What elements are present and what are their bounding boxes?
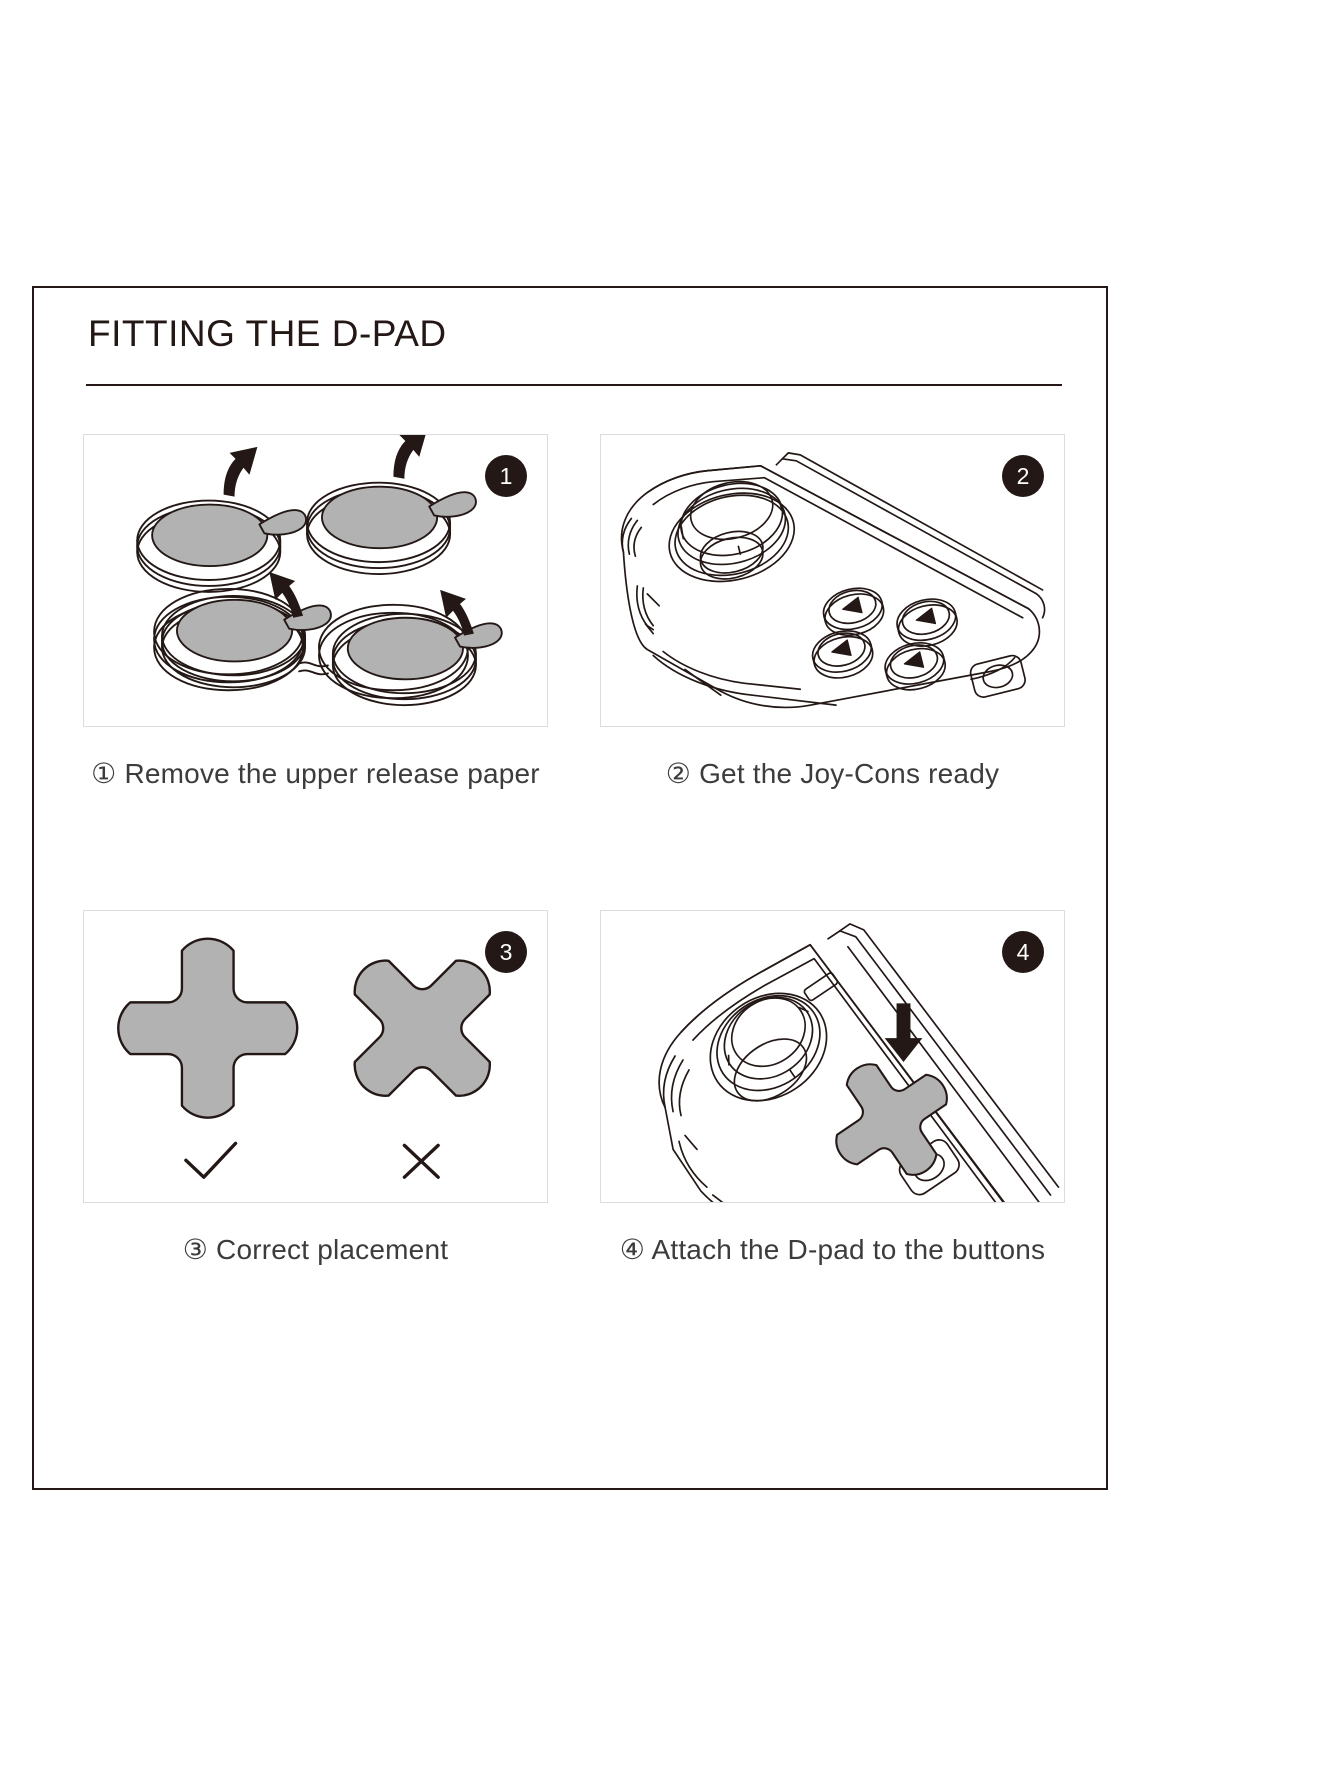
joycon-ready-figure: 2 (600, 434, 1065, 727)
adhesive-pads-illustration (136, 435, 503, 707)
attach-dpad-figure: 4 (600, 910, 1065, 1203)
step-cell-2: 2 ② Get the Joy-Cons ready (600, 434, 1065, 790)
down-arrow-icon (884, 1003, 923, 1062)
step-caption-2: ② Get the Joy-Cons ready (665, 758, 1000, 789)
step-badge-4: 4 (1002, 931, 1044, 973)
step-caption-3: ③ Correct placement (182, 1234, 449, 1265)
step-badge-2: 2 (1002, 455, 1044, 497)
page-title: FITTING THE D-PAD (88, 313, 447, 354)
dpad-attaching-shape (835, 1063, 948, 1176)
dpad-plus-shape (117, 937, 299, 1119)
step-badge-1: 1 (485, 455, 527, 497)
instruction-sheet: FITTING THE D-PAD (32, 286, 1108, 1490)
cross-mark-icon (402, 1143, 440, 1179)
step-cell-3: 3 ③ Correct placement (83, 910, 548, 1266)
dpad-x-shape (353, 959, 491, 1097)
step-cell-4: 4 ④ Attach the D-pad to the buttons (600, 910, 1065, 1266)
step-caption-4: ④ Attach the D-pad to the buttons (619, 1234, 1046, 1265)
step-caption-1: ① Remove the upper release paper (91, 758, 540, 789)
dpad-orientation-illustration (117, 937, 491, 1179)
steps-grid: 1 ① Remove the upper release paper (83, 434, 1065, 1266)
adhesive-pads-release-paper-figure: 1 (83, 434, 548, 727)
dpad-orientation-figure: 3 (83, 910, 548, 1203)
title-divider (86, 383, 1062, 386)
heading: FITTING THE D-PAD (86, 313, 1062, 386)
attach-dpad-illustration (658, 923, 1060, 1202)
check-mark-icon (184, 1141, 238, 1179)
step-badge-3: 3 (485, 931, 527, 973)
joycon-illustration (620, 452, 1046, 709)
step-cell-1: 1 ① Remove the upper release paper (83, 434, 548, 790)
